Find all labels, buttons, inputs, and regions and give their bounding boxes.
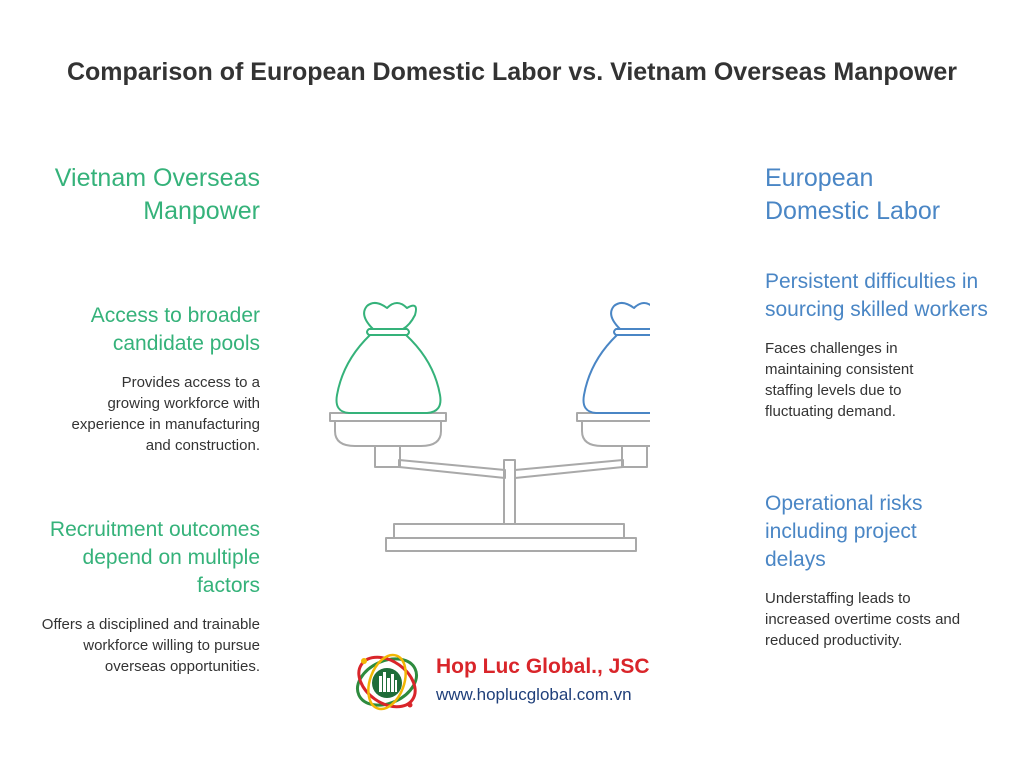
- scale-right-connector: [621, 445, 648, 468]
- scale-right-pan: [581, 420, 650, 447]
- right-point-2-description: Understaffing leads to increased overtim…: [765, 590, 961, 649]
- scale-base-step: [393, 523, 625, 539]
- left-point-2-heading: Recruitment outcomes depend on multiple …: [49, 518, 260, 597]
- left-point-2: Recruitment outcomes depend on multiple …: [30, 516, 260, 677]
- scale-left-pan-rim: [329, 412, 447, 422]
- scale-right-pan-rim: [576, 412, 650, 422]
- right-point-2-heading: Operational risks including project dela…: [765, 492, 923, 571]
- right-column-title-block: European Domestic Labor: [765, 162, 995, 228]
- left-money-bag-icon: [335, 302, 442, 414]
- company-logo: Hop Luc Global., JSC www.hoplucglobal.co…: [352, 647, 672, 717]
- scale-left-arm: [398, 459, 506, 479]
- scale-left-connector: [374, 445, 401, 468]
- right-point-1-description: Faces challenges in maintaining consiste…: [765, 340, 914, 420]
- right-point-1-heading: Persistent difficulties in sourcing skil…: [765, 270, 988, 321]
- right-money-bag-icon: [582, 302, 650, 414]
- left-point-1-description: Provides access to a growing workforce w…: [71, 374, 260, 454]
- balance-scale-icon: [329, 302, 650, 552]
- left-column-title-block: Vietnam Overseas Manpower: [30, 162, 260, 228]
- company-name: Hop Luc Global., JSC: [436, 655, 650, 678]
- page-title: Comparison of European Domestic Labor vs…: [66, 58, 958, 86]
- right-point-1: Persistent difficulties in sourcing skil…: [765, 268, 995, 422]
- left-point-1-heading: Access to broader candidate pools: [90, 304, 260, 355]
- scale-right-arm: [514, 459, 624, 479]
- left-point-1: Access to broader candidate pools Provid…: [30, 302, 260, 456]
- company-url[interactable]: www.hoplucglobal.com.vn: [436, 685, 632, 704]
- scale-base-plate: [385, 537, 637, 552]
- scale-left-pan: [334, 420, 442, 447]
- left-title: Vietnam Overseas Manpower: [54, 164, 260, 225]
- scale-post: [503, 459, 516, 525]
- hop-luc-globe-logo-icon: [356, 653, 418, 711]
- left-point-2-description: Offers a disciplined and trainable workf…: [41, 616, 260, 675]
- right-title: European Domestic Labor: [765, 164, 941, 225]
- right-point-2: Operational risks including project dela…: [765, 490, 995, 651]
